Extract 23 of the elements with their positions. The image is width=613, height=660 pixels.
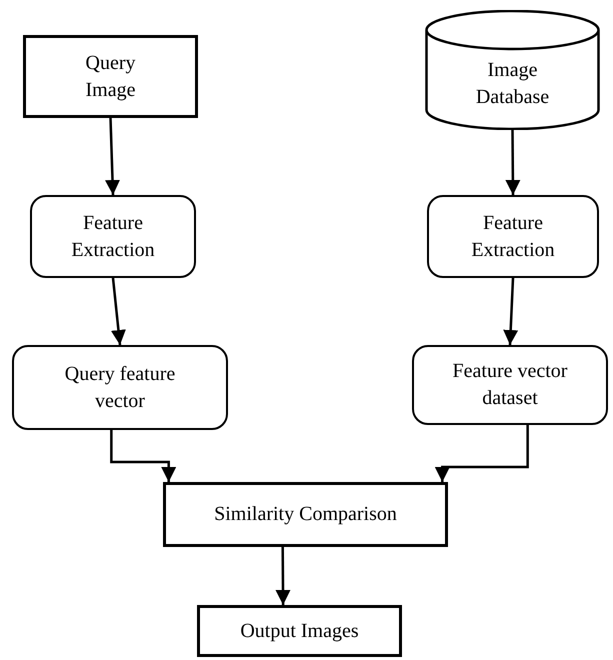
rounded-box xyxy=(30,195,196,278)
rounded-box xyxy=(427,195,599,278)
database-cylinder xyxy=(425,10,600,130)
rounded-box xyxy=(12,345,228,430)
process-box xyxy=(23,35,198,118)
arrow xyxy=(276,547,290,605)
node-label: Similarity Comparison xyxy=(213,502,398,527)
arrow xyxy=(105,118,120,196)
node-label: Query Image xyxy=(84,50,136,102)
rounded-box xyxy=(412,345,608,425)
node-label: Output Images xyxy=(239,618,360,644)
process-box xyxy=(197,605,402,657)
node-label: Feature Extraction xyxy=(70,210,156,262)
node-label: Feature Extraction xyxy=(470,210,556,262)
node-label: Query feature vector xyxy=(64,362,176,414)
arrow xyxy=(503,278,518,346)
arrow xyxy=(110,278,126,346)
process-box xyxy=(163,482,448,547)
node-label: Image Database xyxy=(474,58,550,110)
node-label: Feature vector dataset xyxy=(452,359,568,411)
arrow xyxy=(505,130,520,195)
arrow xyxy=(434,425,529,482)
arrow xyxy=(110,430,176,482)
